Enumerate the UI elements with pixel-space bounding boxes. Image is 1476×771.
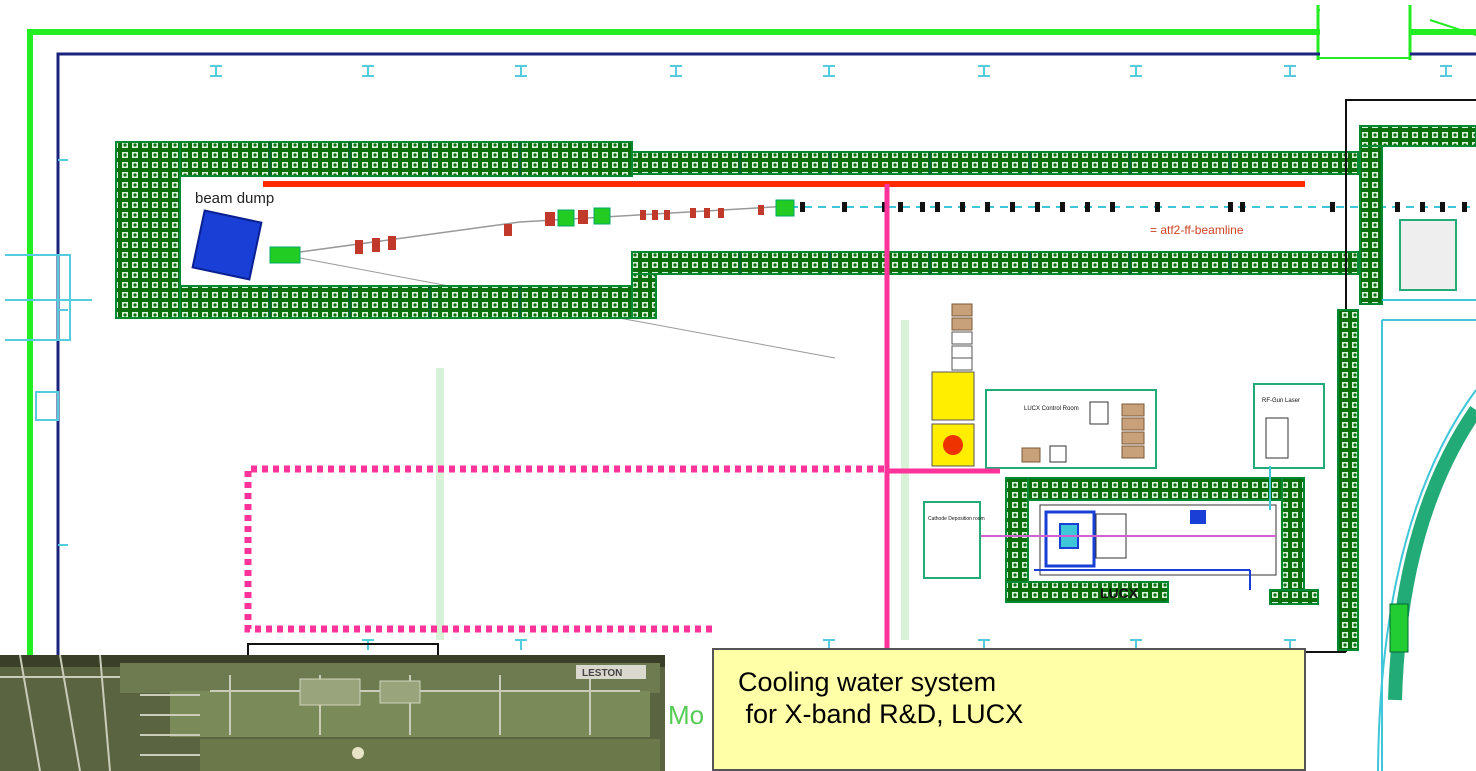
photo-sign-text: LESTON	[582, 668, 622, 679]
beam-dump-block	[191, 209, 263, 281]
damping-ring-area	[1337, 99, 1476, 771]
beamline-label: = atf2-ff-beamline	[1150, 223, 1244, 237]
shielding-tunnel	[115, 141, 1359, 319]
callout-line-2: for X-band R&D, LUCX	[738, 699, 1024, 729]
cathode-room-label: Cathode Deposition room	[928, 516, 985, 522]
rf-gun-laser-label: RF-Gun Laser	[1262, 398, 1300, 404]
left-door	[5, 254, 92, 421]
photo-drawing: LESTON	[0, 655, 665, 771]
lucx-area	[923, 303, 1325, 605]
beamline	[269, 199, 1476, 264]
callout-line-1: Cooling water system	[738, 667, 997, 697]
cooling-water-callout: Cooling water system for X-band R&D, LUC…	[712, 648, 1306, 771]
inner-wall	[56, 19, 1476, 771]
column-marks-top	[210, 65, 1452, 77]
planned-area-outline	[244, 465, 884, 633]
hall-photo-inset: LESTON	[0, 655, 665, 771]
lucx-label: LUCX	[1100, 585, 1139, 601]
beamline-elements-right	[800, 202, 1467, 212]
lucx-control-room-label: LUCX Control Room	[1024, 406, 1079, 412]
extraction-line	[629, 319, 836, 359]
partial-label: Mo	[668, 700, 704, 730]
beam-dump-label: beam dump	[195, 190, 274, 207]
